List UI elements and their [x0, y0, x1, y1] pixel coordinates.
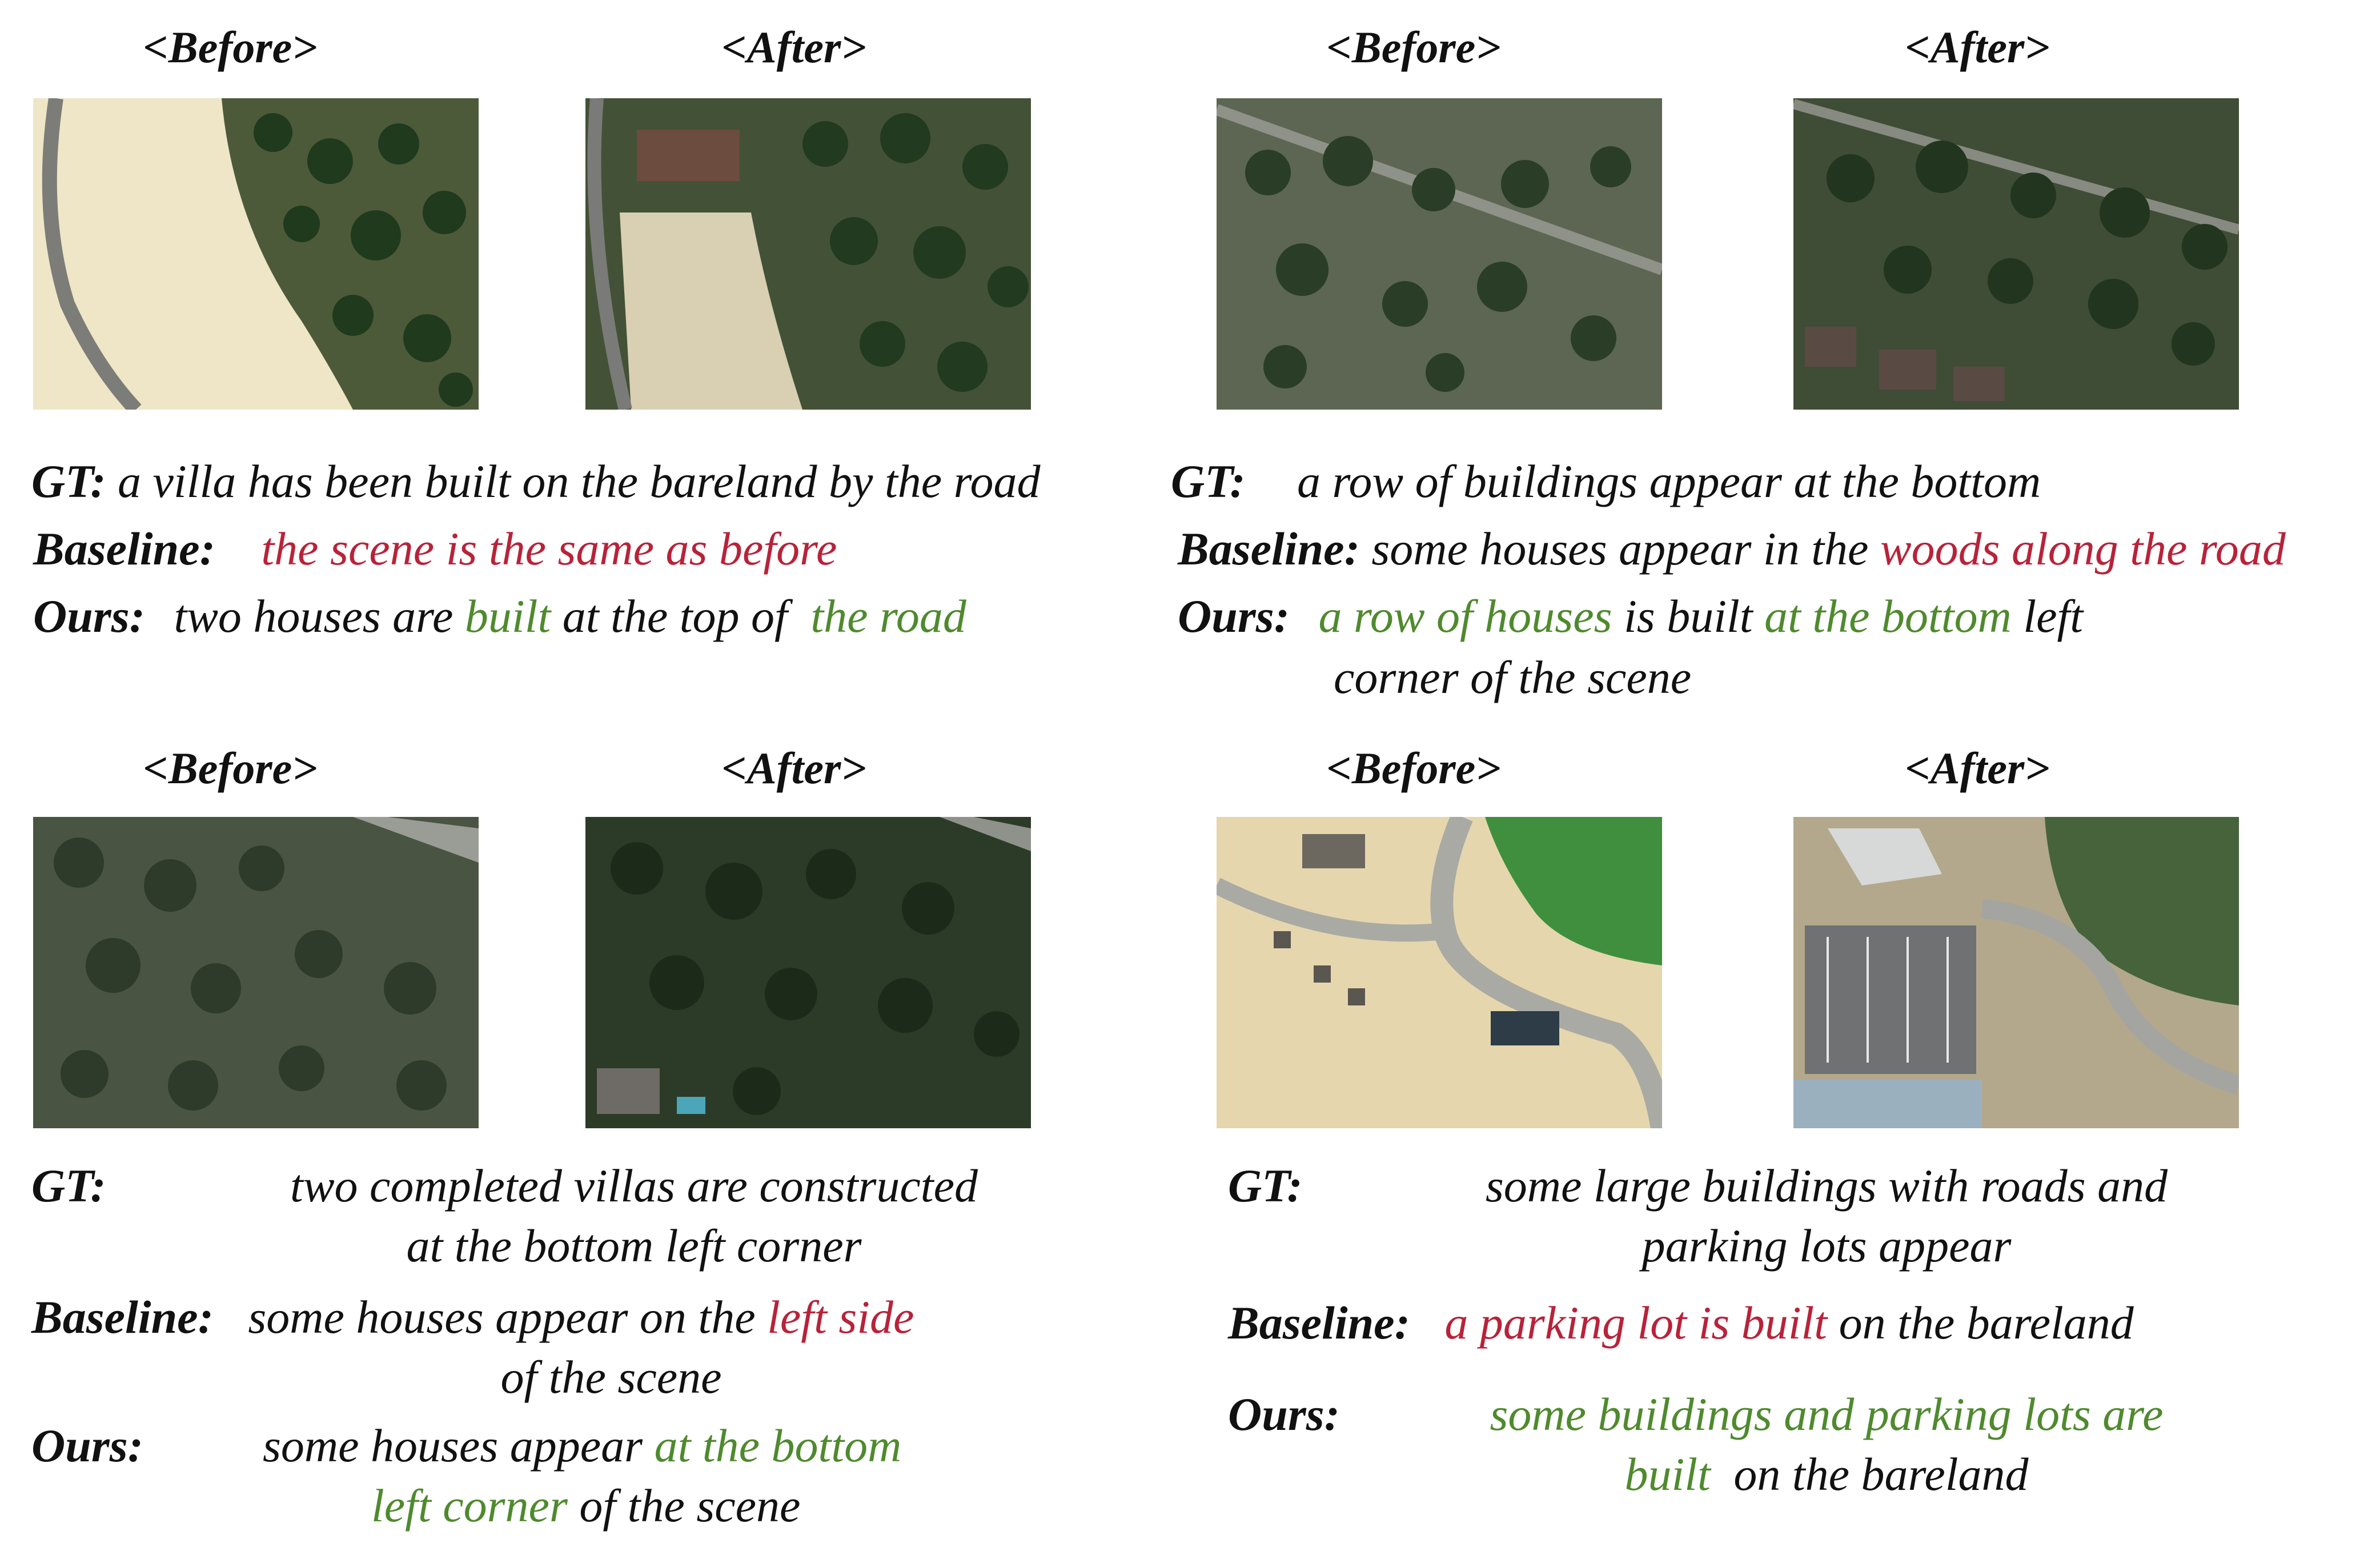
- baseline-text-highlight: woods along the road: [1880, 523, 2286, 575]
- ours-text-highlight: at the bottom: [1764, 590, 2012, 642]
- baseline-text: on the bareland: [1839, 1297, 2134, 1349]
- baseline-caption-2: Baseline: some houses appear in the wood…: [1178, 526, 2286, 572]
- gt-text-line-2: parking lots appear: [1641, 1220, 2012, 1272]
- ours-caption-1: Ours: two houses are built at the top of…: [33, 593, 966, 640]
- ours-text: at the top of: [562, 590, 788, 642]
- baseline-caption-3: Baseline: some houses appear on the left…: [31, 1294, 914, 1341]
- baseline-caption-4: Baseline: a parking lot is built on the …: [1228, 1300, 2134, 1346]
- ours-key: Ours:: [1178, 590, 1290, 642]
- after-label-3: <After>: [721, 743, 866, 793]
- baseline-text: the scene is the same as before: [261, 523, 837, 575]
- baseline-text: some houses appear in the: [1371, 523, 1869, 575]
- before-label-1: <Before>: [143, 22, 318, 72]
- ours-text-line-1: some buildings and parking lots are: [1490, 1388, 2164, 1440]
- ours-text: is built: [1624, 590, 1753, 642]
- gt-text: a villa has been built on the bareland b…: [118, 455, 1041, 507]
- ours-text-highlight: built: [464, 590, 551, 642]
- before-label-2: <Before>: [1326, 22, 1501, 72]
- after-label-1: <After>: [721, 22, 866, 72]
- baseline-key: Baseline:: [31, 1291, 214, 1343]
- baseline-key: Baseline:: [1228, 1297, 1410, 1349]
- before-label-3: <Before>: [143, 743, 318, 793]
- after-image-4: [1793, 817, 2239, 1128]
- ours-caption-2: Ours: a row of houses is built at the bo…: [1178, 593, 2083, 640]
- after-image-3: [585, 817, 1031, 1128]
- gt-text-line-1: some large buildings with roads and: [1485, 1160, 2168, 1212]
- ours-caption-3: Ours:: [31, 1422, 143, 1469]
- after-image-1: [585, 98, 1031, 410]
- ours-text: some houses appear: [263, 1420, 643, 1472]
- gt-key: GT:: [31, 1160, 106, 1212]
- ours-text: of the scene: [579, 1480, 801, 1532]
- ours-text-highlight: built: [1624, 1448, 1711, 1500]
- gt-key: GT:: [1228, 1160, 1303, 1212]
- before-image-3: [33, 817, 479, 1128]
- baseline-text-highlight: a parking lot is built: [1444, 1297, 1828, 1349]
- baseline-caption-3-line-2: of the scene: [500, 1351, 722, 1403]
- baseline-key: Baseline:: [1178, 523, 1360, 575]
- gt-caption-3: GT:: [31, 1163, 106, 1209]
- ours-key: Ours:: [33, 590, 145, 642]
- before-image-2: [1217, 98, 1662, 410]
- gt-text: a row of buildings appear at the bottom: [1297, 455, 2041, 507]
- gt-caption-2: GT: a row of buildings appear at the bot…: [1171, 458, 2041, 505]
- after-label-4: <After>: [1905, 743, 2050, 793]
- baseline-caption-1: Baseline: the scene is the same as befor…: [33, 526, 837, 572]
- baseline-key: Baseline:: [33, 523, 215, 575]
- after-image-2: [1793, 98, 2239, 410]
- before-label-4: <Before>: [1326, 743, 1501, 793]
- baseline-text: some houses appear on the: [248, 1291, 756, 1343]
- ours-text-highlight: a row of houses: [1318, 590, 1612, 642]
- ours-caption-3-line-1: some houses appear at the bottom: [263, 1422, 901, 1469]
- gt-text-line-2: at the bottom left corner: [406, 1220, 862, 1272]
- after-label-2: <After>: [1905, 22, 2050, 72]
- before-image-1: [33, 98, 479, 410]
- gt-key: GT:: [1171, 455, 1246, 507]
- ours-text-highlight: at the bottom: [654, 1420, 902, 1472]
- ours-text: on the bareland: [1733, 1448, 2029, 1500]
- ours-caption-2-line-2: corner of the scene: [1334, 651, 1692, 703]
- before-image-4: [1217, 817, 1662, 1128]
- ours-text-highlight: the road: [810, 590, 966, 642]
- ours-text-line-2: built on the bareland: [1624, 1451, 2028, 1498]
- ours-text: left: [2023, 590, 2084, 642]
- ours-text-highlight: left corner: [371, 1480, 568, 1532]
- gt-text-line-1: two completed villas are constructed: [290, 1160, 978, 1212]
- ours-key: Ours:: [31, 1420, 143, 1472]
- ours-key: Ours:: [1228, 1388, 1340, 1440]
- ours-text: two houses are: [174, 590, 453, 642]
- gt-caption-4: GT:: [1228, 1163, 1303, 1209]
- gt-key: GT:: [31, 455, 106, 507]
- baseline-text-highlight: left side: [767, 1291, 914, 1343]
- ours-caption-4: Ours:: [1228, 1391, 1340, 1438]
- ours-caption-3-line-2: left corner of the scene: [371, 1482, 800, 1529]
- gt-caption-1: GT: a villa has been built on the barela…: [31, 458, 1041, 505]
